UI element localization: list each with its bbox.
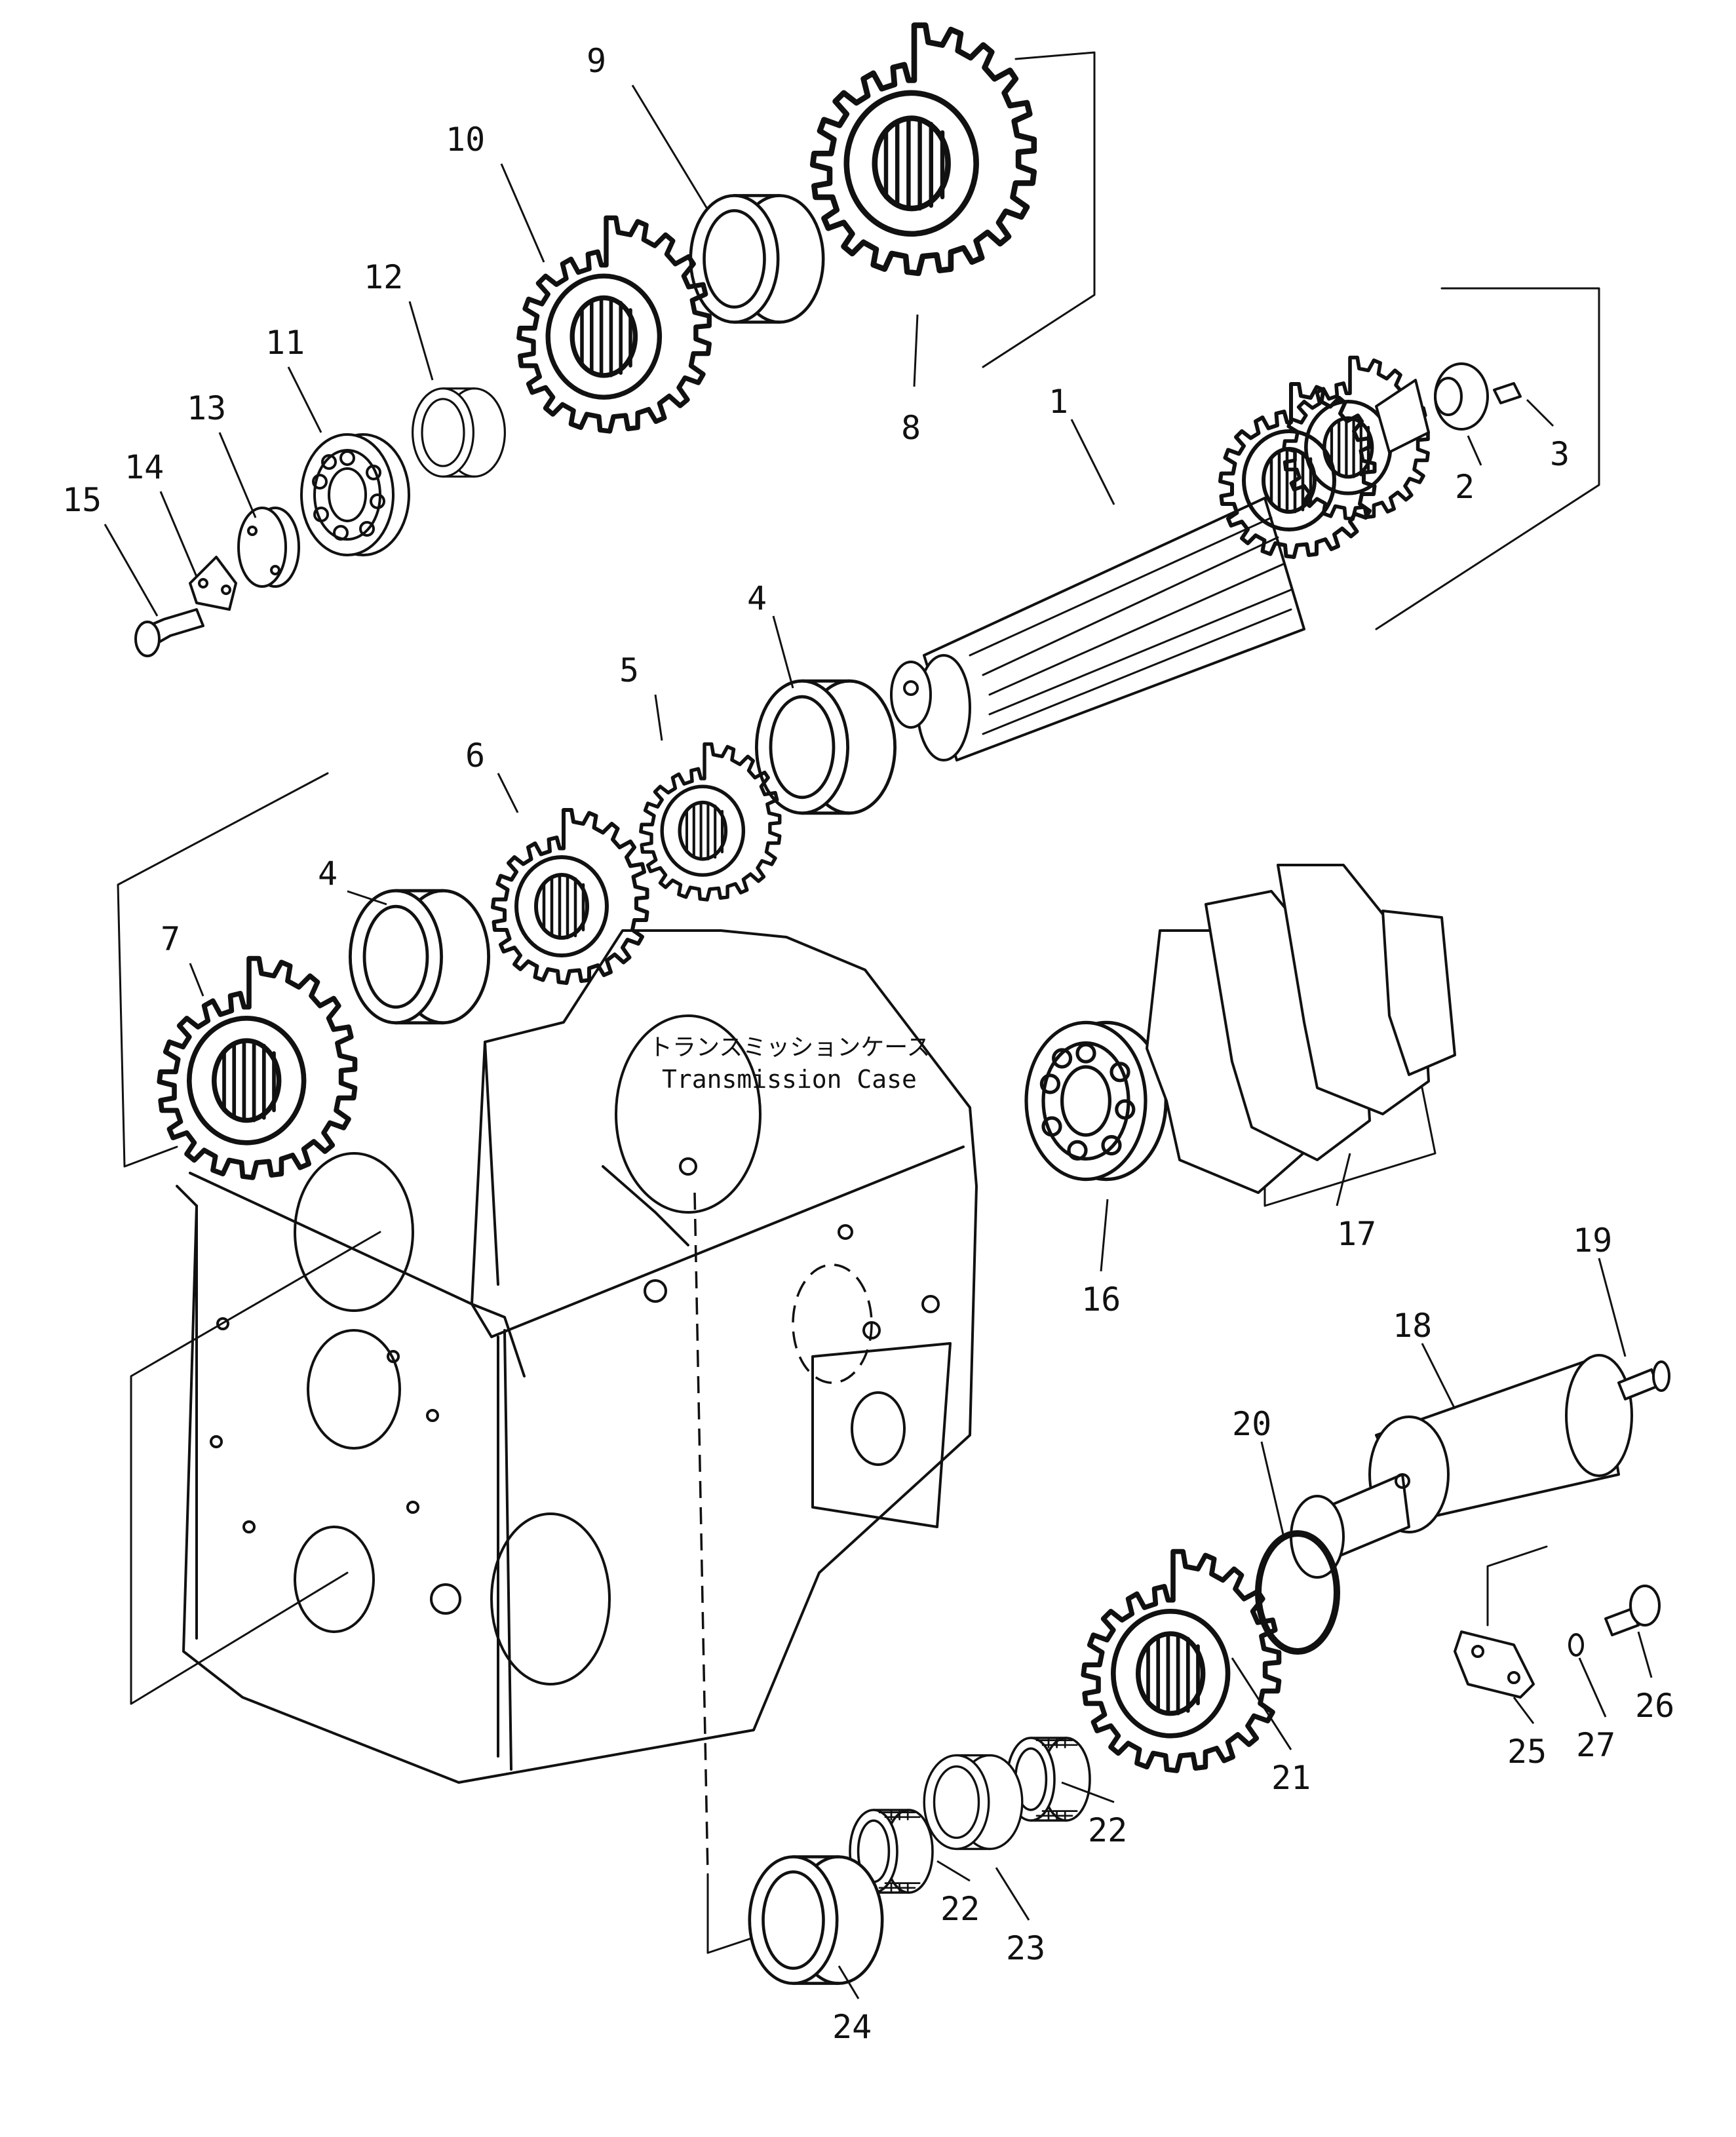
callout-2: 2 <box>1455 468 1475 506</box>
callout-11: 11 <box>265 324 305 362</box>
callout-17: 17 <box>1337 1215 1376 1253</box>
callout-14: 14 <box>125 448 164 486</box>
case-label-en: Transmission Case <box>662 1065 917 1094</box>
callout-9: 9 <box>587 42 606 80</box>
gear-7 <box>159 959 355 1178</box>
callout-22-upper: 22 <box>1088 1811 1127 1849</box>
callout-27: 27 <box>1576 1726 1615 1764</box>
bushing-4-lower <box>350 891 488 1023</box>
callout-4-lower: 4 <box>318 855 338 893</box>
callout-23: 23 <box>1006 1929 1045 1967</box>
callout-22-lower: 22 <box>940 1890 980 1928</box>
callout-18: 18 <box>1393 1307 1432 1345</box>
transmission-case <box>176 929 978 1875</box>
bracket-8 <box>982 51 1096 368</box>
gear-8 <box>813 26 1034 273</box>
bushing-4-upper <box>756 681 895 813</box>
bracket-left-case <box>130 1231 381 1705</box>
main-shaft <box>890 358 1429 761</box>
bracket-1 <box>1375 287 1600 630</box>
callout-20: 20 <box>1232 1405 1271 1443</box>
collar <box>1434 362 1489 431</box>
callout-7: 7 <box>161 920 180 958</box>
plate-13 <box>237 507 300 588</box>
callout-6: 6 <box>465 737 485 775</box>
callout-24: 24 <box>832 2008 872 2046</box>
callout-13: 13 <box>187 389 226 427</box>
lock-plate-14 <box>189 556 237 611</box>
callout-26: 26 <box>1635 1687 1674 1725</box>
bracket-25 <box>1486 1545 1548 1627</box>
bolt-15 <box>134 608 204 657</box>
callout-10: 10 <box>446 121 485 159</box>
bushing-9 <box>691 195 823 322</box>
bolt-19 <box>1617 1360 1670 1400</box>
callout-25: 25 <box>1507 1733 1547 1771</box>
callout-3: 3 <box>1550 435 1570 473</box>
leader-lines <box>104 85 1653 1999</box>
callout-1: 1 <box>1049 383 1068 421</box>
washer-27 <box>1568 1633 1584 1657</box>
shaft-18 <box>1290 1354 1633 1579</box>
callout-5: 5 <box>619 651 639 689</box>
callout-16: 16 <box>1081 1280 1121 1319</box>
shims-17 <box>1146 864 1456 1194</box>
bolt-26 <box>1604 1585 1661 1636</box>
case-label-jp: トランスミッションケース <box>649 1034 930 1061</box>
callout-4-upper: 4 <box>747 579 767 617</box>
lock-plate-25 <box>1454 1630 1535 1699</box>
washer-12 <box>411 387 507 478</box>
callout-8: 8 <box>901 409 921 447</box>
callout-19: 19 <box>1573 1222 1612 1260</box>
gear-10 <box>519 218 709 431</box>
callout-21: 21 <box>1271 1759 1311 1797</box>
callout-12: 12 <box>364 258 403 296</box>
callout-15: 15 <box>62 481 102 519</box>
washer-24 <box>750 1857 882 1983</box>
bearing-16 <box>1026 1022 1166 1179</box>
gear-6 <box>493 810 647 983</box>
callout-labels: 1 2 3 4 5 6 4 7 8 9 10 11 12 13 14 15 16… <box>62 42 1674 2046</box>
gear-21 <box>1083 1552 1279 1771</box>
pin <box>1493 382 1522 404</box>
spacer-23 <box>924 1756 1022 1849</box>
bearing-11 <box>301 434 409 555</box>
bracket-7 <box>117 772 329 1168</box>
